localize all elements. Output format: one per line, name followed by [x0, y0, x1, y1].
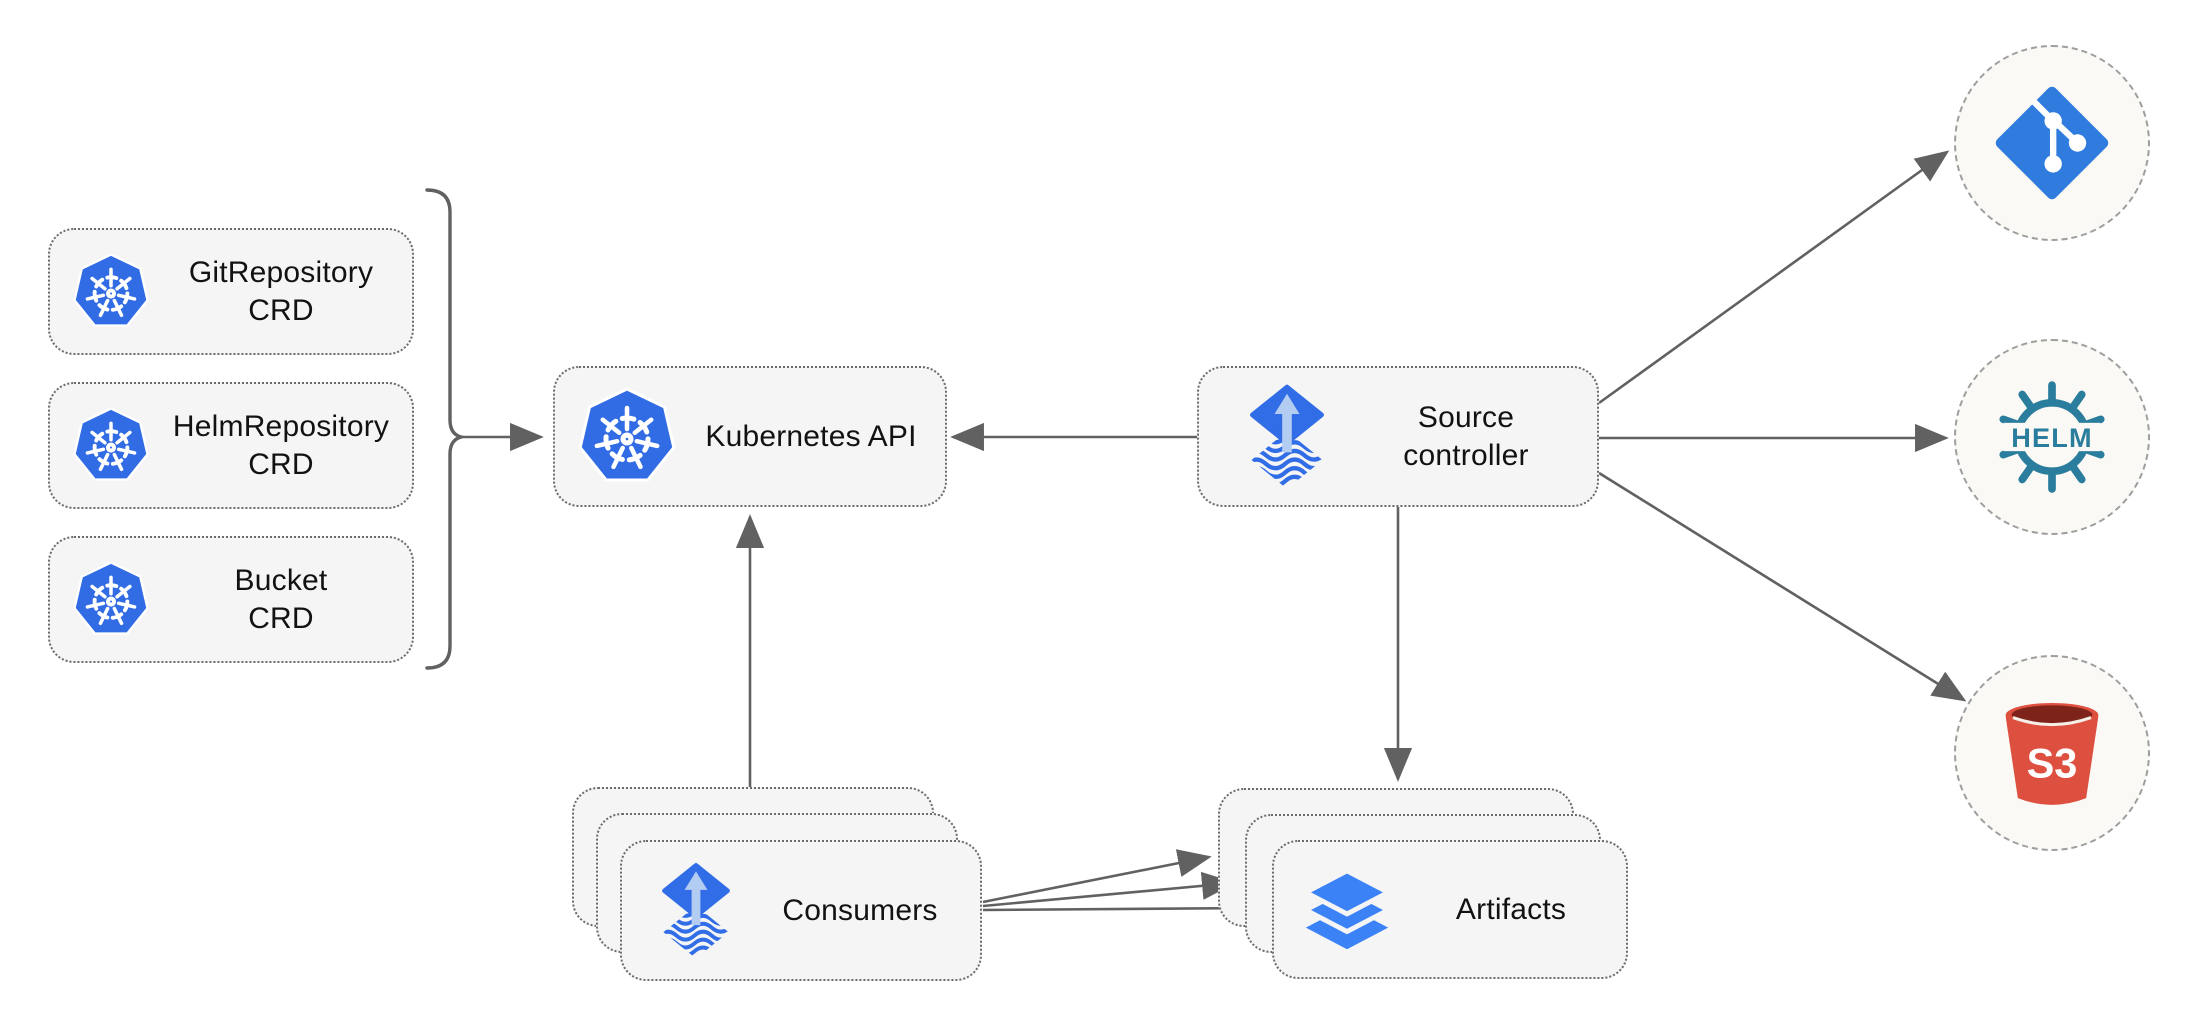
crd-label-line1: GitRepository [188, 255, 374, 289]
kubernetes-icon [73, 406, 149, 481]
arrow-source-to-s3 [1598, 471, 1967, 702]
node-helmrepository-crd: HelmRepository CRD [48, 382, 414, 509]
node-label: GitRepository CRD [150, 254, 412, 330]
external-git [1954, 45, 2150, 241]
external-s3: S3 [1954, 655, 2150, 851]
kubernetes-icon [73, 252, 149, 327]
crd-label-line1: Bucket [234, 563, 328, 597]
layers-icon [1303, 867, 1391, 949]
node-artifacts: Artifacts [1272, 840, 1628, 979]
git-icon [1995, 86, 2109, 200]
s3-icon-text: S3 [2027, 739, 2078, 786]
external-helm: HELM [1954, 339, 2150, 535]
node-gitrepository-crd: GitRepository CRD [48, 228, 414, 355]
helm-icon: HELM [1999, 381, 2105, 493]
node-kubernetes-api: Kubernetes API [553, 366, 947, 507]
source-label-line2: controller [1403, 438, 1529, 472]
flux-icon [662, 862, 730, 957]
s3-icon: S3 [2005, 702, 2099, 805]
node-label: Bucket CRD [150, 562, 412, 638]
consumers-label: Consumers [782, 893, 938, 927]
crd-label-line2: CRD [248, 447, 314, 481]
source-controller-label: Source controller [1335, 399, 1597, 475]
crd-label-line2: CRD [248, 293, 314, 327]
node-bucket-crd: Bucket CRD [48, 536, 414, 663]
arrow-consumers-to-artifacts-2 [982, 871, 1236, 908]
crd-label-line2: CRD [248, 601, 314, 635]
helm-icon-text: HELM [2011, 422, 2093, 453]
kubernetes-icon [73, 560, 149, 635]
crd-label-line1: HelmRepository [172, 409, 390, 443]
node-consumers: Consumers [620, 840, 982, 981]
node-label: HelmRepository CRD [150, 408, 412, 484]
crd-group-bracket [425, 188, 468, 670]
arrow-consumers-to-artifacts-1 [982, 849, 1212, 904]
kubernetes-api-label: Kubernetes API [705, 419, 917, 453]
kubernetes-icon [578, 386, 676, 481]
node-source-controller: Source controller [1197, 366, 1599, 507]
source-label-line1: Source [1417, 400, 1515, 434]
arrow-source-to-git [1598, 150, 1950, 405]
flux-icon [1250, 384, 1324, 488]
artifacts-label: Artifacts [1455, 892, 1567, 926]
